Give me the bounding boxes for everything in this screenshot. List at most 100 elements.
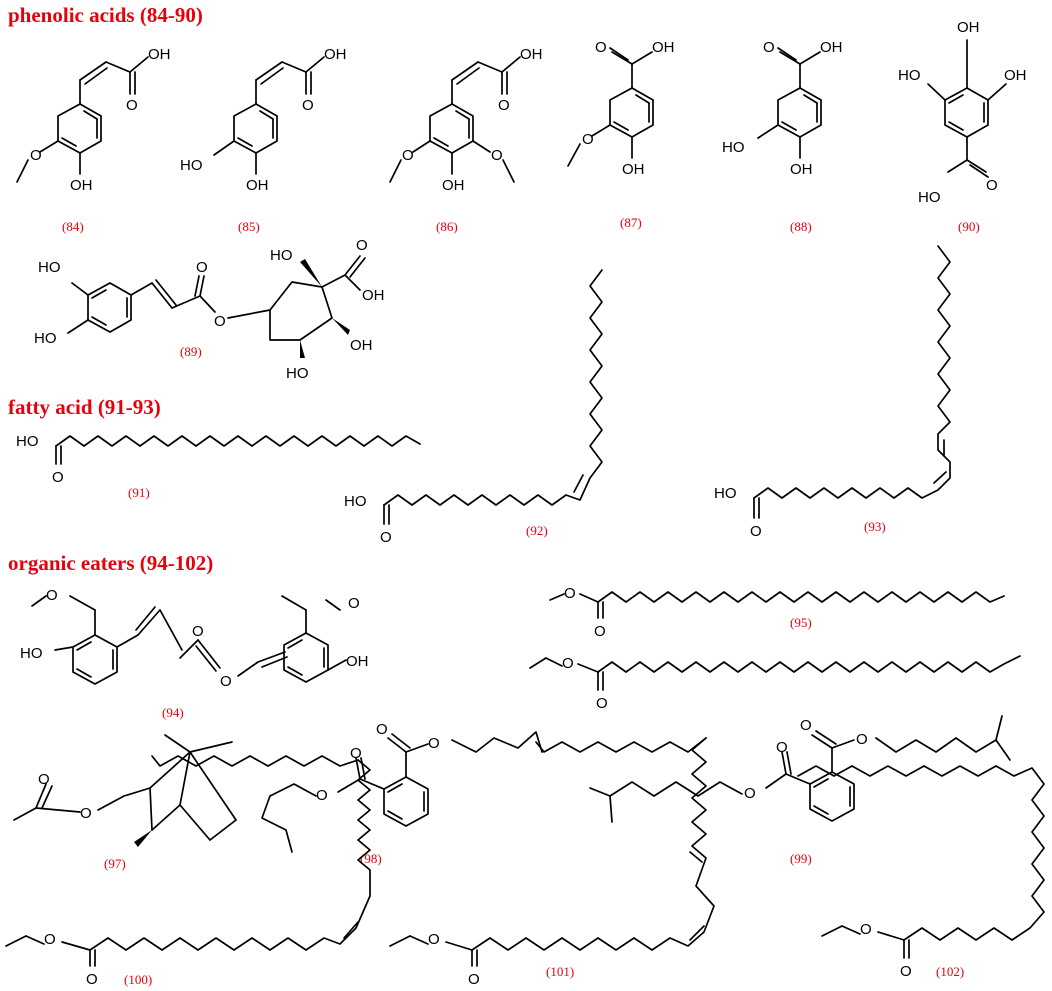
- compound-label-87: (87): [620, 215, 642, 230]
- atom-label: OH: [346, 653, 369, 670]
- atom-label: O: [376, 721, 388, 738]
- atom-label: OH: [246, 177, 269, 194]
- atom-label: O: [356, 237, 368, 254]
- compound-102: O O (102): [797, 765, 1045, 980]
- compound-label-100: (100): [124, 972, 152, 987]
- atom-label: O: [214, 313, 226, 330]
- compound-label-89: (89): [180, 344, 202, 359]
- compound-label-92: (92): [526, 523, 548, 538]
- atom-label: O: [596, 695, 608, 712]
- compound-label-91: (91): [128, 485, 150, 500]
- atom-label: HO: [20, 645, 43, 662]
- atom-label: OH: [622, 161, 645, 178]
- compound-101: O O (101): [389, 737, 715, 988]
- atom-label: O: [776, 739, 788, 756]
- atom-label: HO: [714, 485, 737, 502]
- atom-label: OH: [790, 161, 813, 178]
- atom-label: O: [126, 97, 138, 114]
- atom-label: O: [800, 717, 812, 734]
- atom-label: OH: [957, 19, 980, 36]
- compound-label-102: (102): [936, 964, 964, 979]
- atom-label: O: [491, 147, 503, 164]
- atom-label: O: [52, 469, 64, 486]
- atom-label: O: [196, 259, 208, 276]
- compound-97: O O (97): [13, 734, 237, 871]
- atom-label: O: [80, 805, 92, 822]
- atom-label: HO: [38, 259, 61, 276]
- atom-label: OH: [362, 287, 385, 304]
- atom-label: HO: [286, 365, 309, 382]
- atom-label: O: [220, 673, 232, 690]
- atom-label: O: [498, 97, 510, 114]
- compound-label-99: (99): [790, 851, 812, 866]
- atom-label: O: [750, 523, 762, 540]
- atom-label: O: [744, 785, 756, 802]
- atom-label: HO: [16, 433, 39, 450]
- section-title-fatty-acid: fatty acid (91-93): [8, 395, 161, 419]
- atom-label: OH: [324, 46, 347, 63]
- atom-label: O: [38, 771, 50, 788]
- atom-label: O: [595, 39, 607, 56]
- atom-label: O: [402, 147, 414, 164]
- atom-label: O: [348, 595, 360, 612]
- atom-label: OH: [70, 177, 93, 194]
- atom-label: HO: [270, 247, 293, 264]
- atom-label: O: [44, 931, 56, 948]
- atom-label: O: [192, 623, 204, 640]
- atom-label: OH: [148, 46, 171, 63]
- atom-label: OH: [350, 337, 373, 354]
- atom-label: HO: [344, 493, 367, 510]
- atom-label: O: [900, 963, 912, 980]
- atom-label: O: [428, 931, 440, 948]
- compound-94: O HO O O O OH (94): [20, 587, 369, 720]
- compound-96: O O: [529, 655, 1021, 712]
- compound-label-84: (84): [62, 219, 84, 234]
- atom-label: HO: [722, 139, 745, 156]
- section-title-organic-esters: organic eaters (94-102): [8, 551, 213, 575]
- compound-100: O O (100): [5, 755, 371, 988]
- atom-label: OH: [652, 39, 675, 56]
- compound-label-93: (93): [864, 519, 886, 534]
- atom-label: OH: [520, 46, 543, 63]
- atom-label: O: [594, 623, 606, 640]
- compound-86: OH O O OH O (86): [389, 46, 543, 234]
- atom-label: O: [316, 787, 328, 804]
- compound-91: HO O (91): [16, 433, 421, 500]
- atom-label: O: [856, 731, 868, 748]
- atom-label: O: [562, 655, 574, 672]
- atom-label: OH: [820, 39, 843, 56]
- compound-88: O OH HO OH (88): [722, 39, 843, 234]
- compound-92: HO O (92): [344, 269, 603, 546]
- atom-label: HO: [898, 67, 921, 84]
- atom-label: O: [860, 921, 872, 938]
- atom-label: O: [763, 39, 775, 56]
- atom-label: O: [582, 131, 594, 148]
- atom-label: OH: [442, 177, 465, 194]
- compound-label-94: (94): [162, 705, 184, 720]
- compound-85: OH O HO OH (85): [180, 46, 347, 234]
- compound-95: O O (95): [549, 585, 1005, 640]
- compound-label-85: (85): [238, 219, 260, 234]
- compound-89: HO HO O O HO O OH OH HO (89): [34, 237, 385, 382]
- compound-90: OH HO OH HO O (90): [898, 19, 1027, 234]
- atom-label: O: [380, 529, 392, 546]
- compound-label-101: (101): [546, 964, 574, 979]
- atom-label: HO: [180, 157, 203, 174]
- compound-label-95: (95): [790, 615, 812, 630]
- atom-label: O: [468, 971, 480, 988]
- section-title-phenolic-acids: phenolic acids (84-90): [8, 3, 203, 27]
- compound-87: O OH O OH (87): [567, 39, 675, 230]
- compound-label-90: (90): [958, 219, 980, 234]
- compound-93: HO O (93): [714, 245, 951, 540]
- compound-label-97: (97): [104, 856, 126, 871]
- atom-label: HO: [918, 189, 941, 206]
- atom-label: O: [350, 745, 362, 762]
- atom-label: OH: [1004, 67, 1027, 84]
- compound-label-88: (88): [790, 219, 812, 234]
- atom-label: O: [428, 735, 440, 752]
- atom-label: O: [86, 971, 98, 988]
- compound-99: O O O O (99): [589, 715, 1011, 866]
- compound-84: OH O O OH (84): [16, 46, 171, 234]
